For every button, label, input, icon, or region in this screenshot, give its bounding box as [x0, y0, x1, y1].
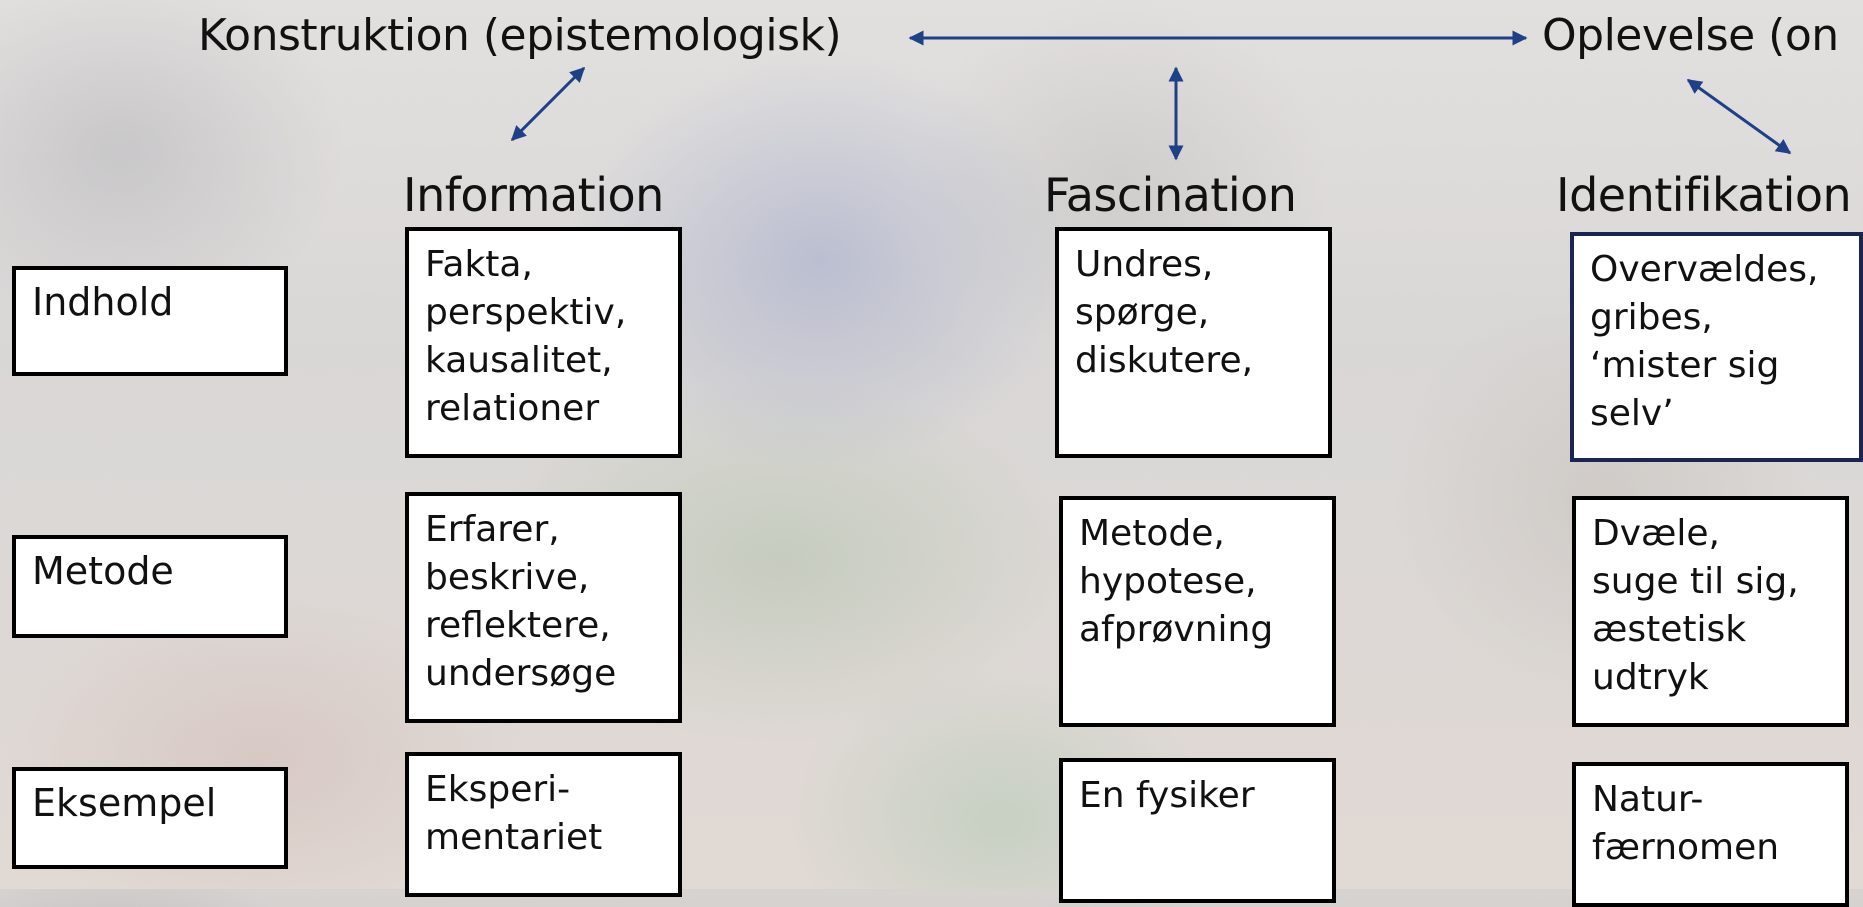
- cell-line: gribes,: [1590, 297, 1713, 338]
- cell-line: selv’: [1590, 393, 1674, 434]
- cell-line: ‘mister sig: [1590, 345, 1780, 386]
- cell-line: mentariet: [425, 817, 603, 858]
- cell-line: Natur-: [1592, 779, 1704, 820]
- column-header-fascination: Fascination: [1044, 168, 1297, 222]
- cell-line: færnomen: [1592, 827, 1780, 868]
- column-header-identifikation: Identifikation: [1556, 168, 1852, 222]
- cell-fascination-eksempel: En fysiker: [1059, 758, 1336, 903]
- cell-line: Dvæle,: [1592, 513, 1720, 554]
- cell-line: undersøge: [425, 653, 617, 694]
- cell-line: Undres,: [1075, 244, 1214, 285]
- row-label-text: Metode: [32, 549, 174, 593]
- cell-line: diskutere,: [1075, 340, 1254, 381]
- cell-line: Eksperi-: [425, 769, 571, 810]
- cell-line: afprøvning: [1079, 609, 1274, 650]
- cell-information-indhold: Fakta, perspektiv, kausalitet, relatione…: [405, 227, 682, 458]
- cell-line: hypotese,: [1079, 561, 1257, 602]
- heading-oplevelse: Oplevelse (on: [1542, 10, 1839, 61]
- cell-line: suge til sig,: [1592, 561, 1799, 602]
- cell-line: æstetisk: [1592, 609, 1747, 650]
- arrow-konstruktion-information: [510, 66, 586, 142]
- cell-identifikation-indhold: Overvældes, gribes, ‘mister sig selv’: [1570, 232, 1863, 462]
- cell-fascination-indhold: Undres, spørge, diskutere,: [1055, 227, 1332, 458]
- cell-line: Fakta,: [425, 244, 533, 285]
- column-header-information: Information: [403, 168, 664, 222]
- cell-information-metode: Erfarer, beskrive, reflektere, undersøge: [405, 492, 682, 723]
- row-label-indhold: Indhold: [12, 266, 288, 376]
- cell-line: Metode,: [1079, 513, 1225, 554]
- cell-line: En fysiker: [1079, 775, 1255, 816]
- row-label-eksempel: Eksempel: [12, 767, 288, 869]
- cell-line: udtryk: [1592, 657, 1709, 698]
- cell-line: reflektere,: [425, 605, 611, 646]
- cell-line: kausalitet,: [425, 340, 613, 381]
- cell-identifikation-eksempel: Natur- færnomen: [1572, 762, 1849, 907]
- row-label-metode: Metode: [12, 535, 288, 638]
- cell-line: Overvældes,: [1590, 249, 1819, 290]
- cell-information-eksempel: Eksperi- mentariet: [405, 752, 682, 897]
- cell-line: spørge,: [1075, 292, 1210, 333]
- cell-fascination-metode: Metode, hypotese, afprøvning: [1059, 496, 1336, 727]
- heading-konstruktion: Konstruktion (epistemologisk): [198, 10, 842, 61]
- cell-line: beskrive,: [425, 557, 590, 598]
- cell-line: Erfarer,: [425, 509, 560, 550]
- row-label-text: Eksempel: [32, 781, 217, 825]
- cell-identifikation-metode: Dvæle, suge til sig, æstetisk udtryk: [1572, 496, 1849, 727]
- row-label-text: Indhold: [32, 280, 174, 324]
- arrow-oplevelse-identifikation: [1686, 78, 1792, 155]
- cell-line: relationer: [425, 388, 600, 429]
- cell-line: perspektiv,: [425, 292, 627, 333]
